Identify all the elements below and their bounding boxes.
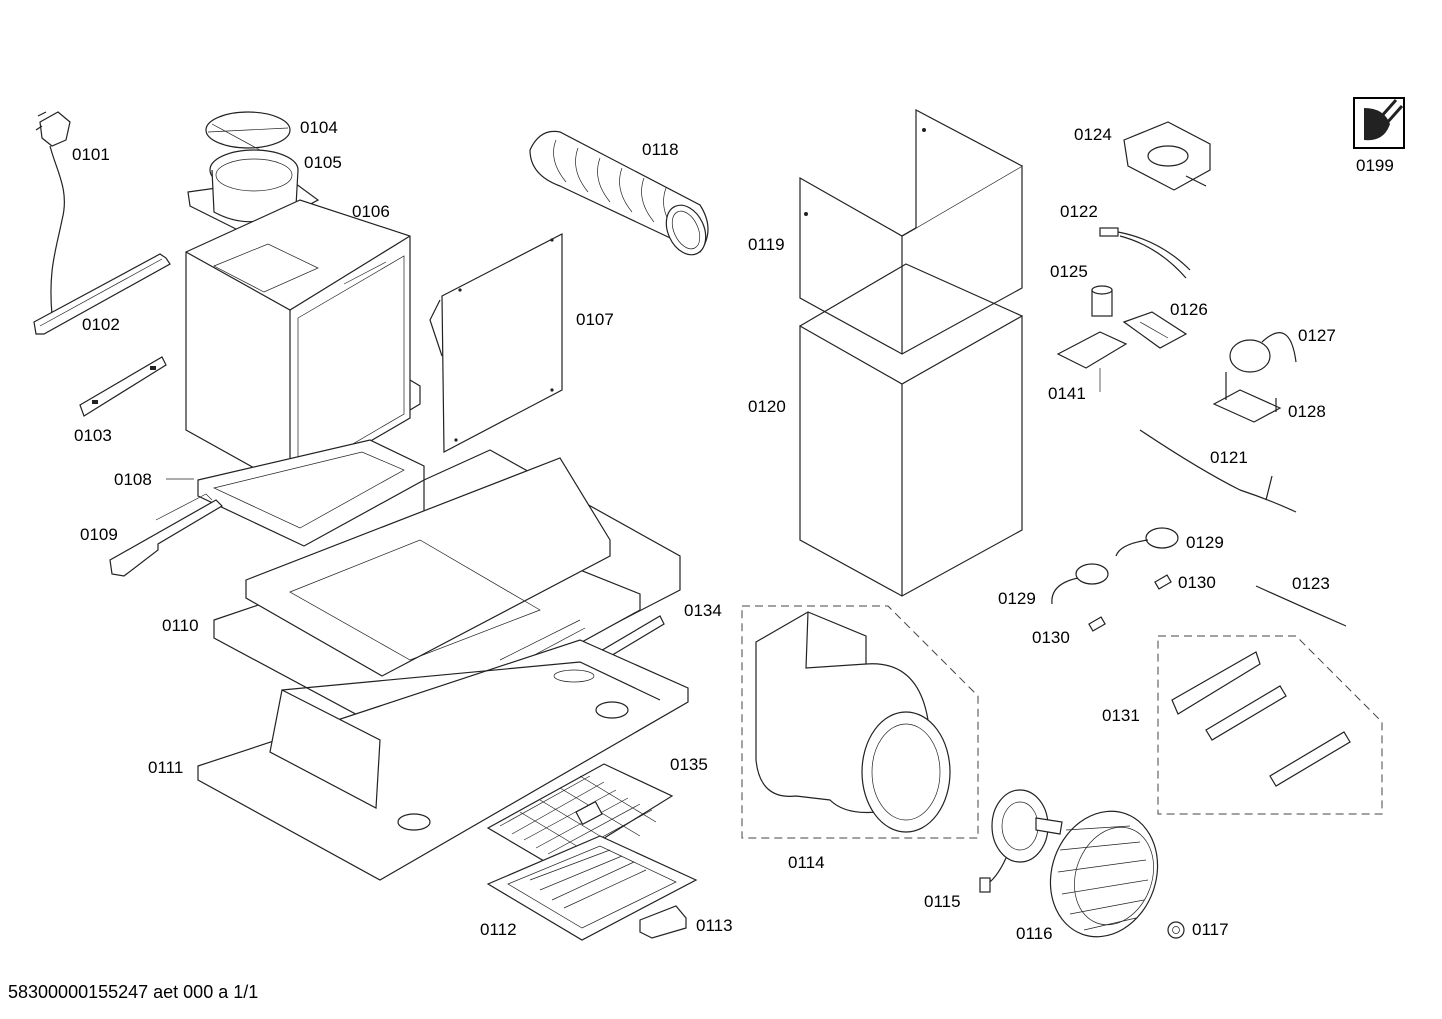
part-labels: 0101 0102 0103 0104 0105 0106 0107 0108 …	[72, 118, 1394, 943]
part-0114-fan-housing-group	[741, 605, 979, 839]
part-0107-side-panel	[429, 233, 563, 453]
label-0141: 0141	[1048, 384, 1086, 403]
label-0105: 0105	[304, 153, 342, 172]
part-0122-cable	[1099, 227, 1191, 279]
label-0103: 0103	[74, 426, 112, 445]
part-0125-capacitor	[1091, 285, 1113, 317]
part-0117-nut	[1167, 921, 1185, 939]
part-0116-fan-wheel	[1049, 810, 1159, 938]
part-0111-base-tray	[197, 639, 689, 881]
label-0131: 0131	[1102, 706, 1140, 725]
label-0118: 0118	[642, 140, 679, 159]
part-0124-motor-box	[1123, 121, 1211, 191]
label-0112: 0112	[480, 920, 517, 939]
part-0110-panels	[213, 449, 681, 741]
part-0126-circuit-board	[1122, 311, 1188, 349]
part-0129-lamp-b	[1051, 563, 1109, 605]
label-0130-a: 0130	[1178, 573, 1216, 592]
label-0129-a: 0129	[1186, 533, 1224, 552]
label-0101: 0101	[72, 145, 110, 164]
part-0118-flexible-duct	[529, 130, 709, 256]
footer-document-id: 58300000155247 aet 000 a 1/1	[8, 982, 258, 1002]
part-0130-bulb-b	[1088, 616, 1106, 632]
label-0109: 0109	[80, 525, 118, 544]
label-0116: 0116	[1016, 924, 1053, 943]
part-0128-mount	[1212, 372, 1282, 423]
label-0114: 0114	[788, 853, 825, 872]
label-0126: 0126	[1170, 300, 1208, 319]
label-0128: 0128	[1288, 402, 1326, 421]
part-0102-bracket	[33, 253, 171, 335]
label-0124: 0124	[1074, 125, 1112, 144]
label-0115: 0115	[924, 892, 961, 911]
label-0130-b: 0130	[1032, 628, 1070, 647]
label-0110: 0110	[162, 616, 199, 635]
part-0121-cable	[1139, 429, 1297, 513]
part-0131-control-group	[1157, 635, 1383, 815]
label-0125: 0125	[1050, 262, 1088, 281]
part-0113-clip	[639, 905, 687, 939]
part-0120-lower-chimney	[799, 263, 1023, 597]
part-0104-flap	[205, 111, 291, 151]
part-0127-lamp-motor	[1229, 332, 1297, 373]
label-0127: 0127	[1298, 326, 1336, 345]
label-0121: 0121	[1210, 448, 1248, 467]
part-0103-rail	[79, 356, 167, 417]
part-0135-grease-filter	[486, 763, 674, 869]
part-0130-bulb-a	[1154, 574, 1172, 590]
wrench-service-icon	[1353, 97, 1405, 149]
part-0119-upper-chimney	[799, 109, 1023, 355]
part-0141-bracket	[1056, 331, 1128, 392]
label-0119: 0119	[748, 235, 785, 254]
part-0123-cable	[1255, 585, 1347, 627]
part-0109-support	[109, 493, 223, 577]
label-0120: 0120	[748, 397, 786, 416]
label-0123: 0123	[1292, 574, 1330, 593]
label-0135: 0135	[670, 755, 708, 774]
label-0107: 0107	[576, 310, 614, 329]
part-0112-filter-frame	[486, 835, 698, 941]
label-0117: 0117	[1192, 920, 1229, 939]
label-0199: 0199	[1356, 156, 1394, 175]
label-0111: 0111	[148, 758, 183, 777]
label-0102: 0102	[82, 315, 120, 334]
label-0122: 0122	[1060, 202, 1098, 221]
part-0115-motor	[979, 789, 1063, 893]
part-0129-lamp-a	[1115, 527, 1179, 557]
part-0101-power-cord	[35, 111, 71, 316]
part-0106-housing-box	[185, 199, 421, 489]
label-0108: 0108	[114, 470, 152, 489]
label-0113: 0113	[696, 916, 733, 935]
label-0129-b: 0129	[998, 589, 1036, 608]
label-0134: 0134	[684, 601, 722, 620]
label-0104: 0104	[300, 118, 338, 137]
label-0106: 0106	[352, 202, 390, 221]
